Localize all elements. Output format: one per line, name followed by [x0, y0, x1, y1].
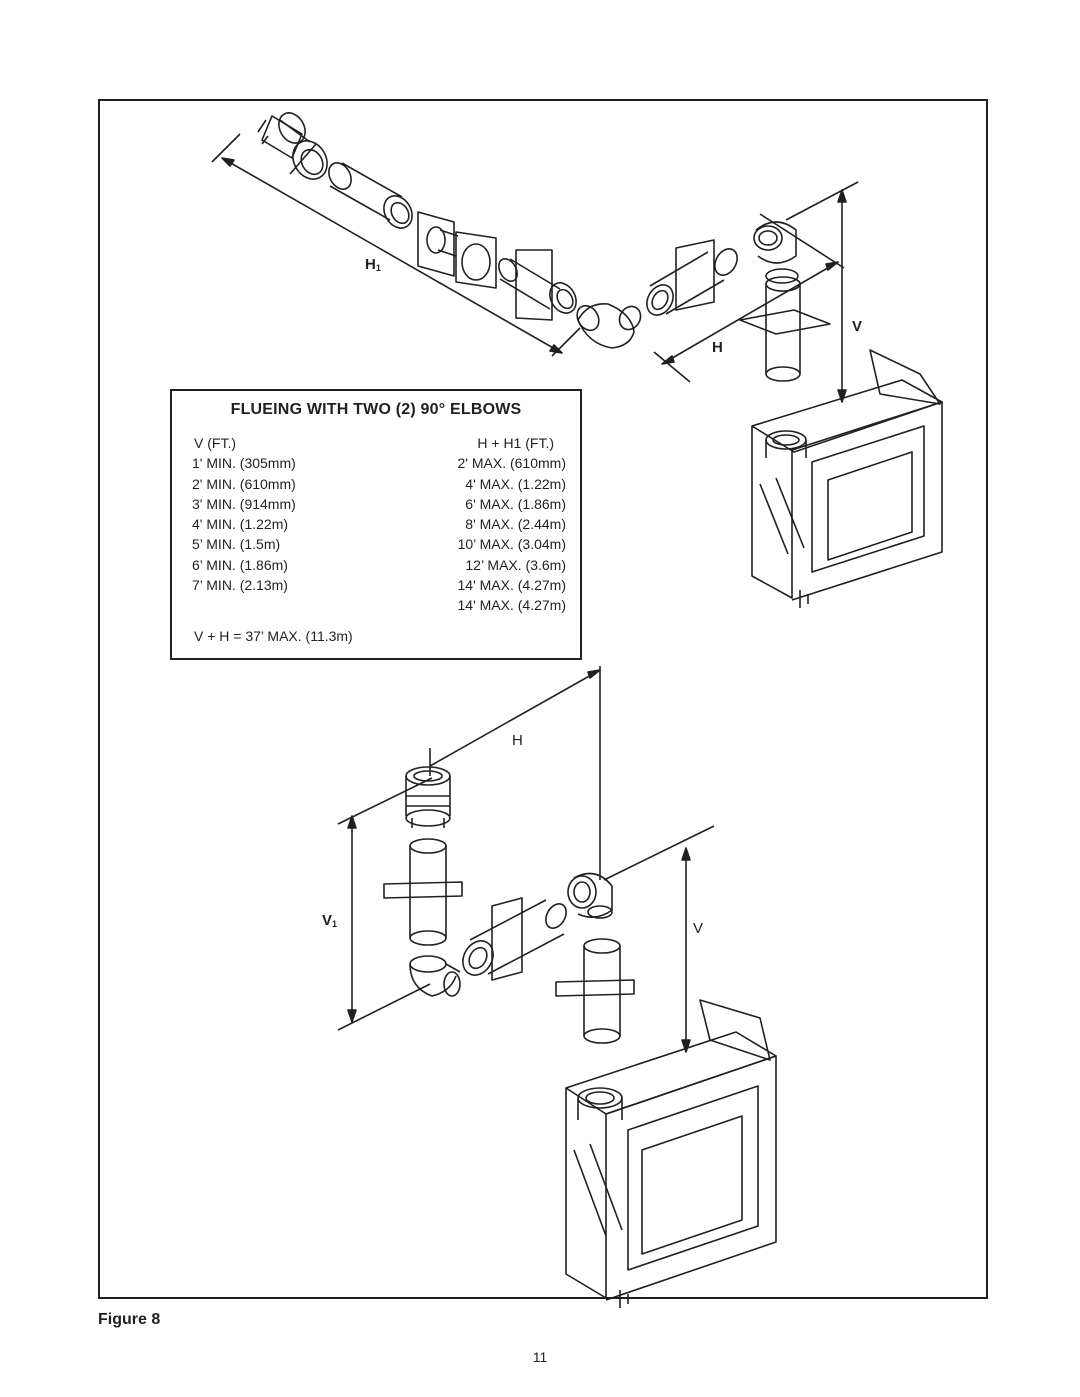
- figure-frame: [98, 99, 988, 1299]
- v-column-header: V (FT.): [194, 435, 236, 451]
- termination-cap: [257, 112, 328, 180]
- h-column: H + H1 (FT.) 2' MAX. (610mm) 4' MAX. (1.2…: [458, 433, 567, 616]
- elbow-bottom-left: [409, 955, 461, 997]
- fireplace-bottom: [565, 999, 777, 1308]
- h-value-row: 14' MAX. (4.27m): [457, 577, 567, 594]
- h-column-header: H + H1 (FT.): [477, 435, 554, 451]
- h-label-bottom: H: [512, 732, 523, 749]
- table-title: FLUEING WITH TWO (2) 90° ELBOWS: [230, 401, 522, 418]
- page-number: 11: [532, 1349, 548, 1365]
- v-label-bottom: V: [693, 920, 704, 937]
- v-value-row: 2' MIN. (610mm): [192, 475, 296, 492]
- v-dimension-line-bottom: [603, 825, 715, 1053]
- elbow-bottom-right: [567, 872, 613, 919]
- horizontal-pipe-bottom: [462, 897, 567, 981]
- vertical-pipe: [739, 276, 831, 382]
- figure-caption: Figure 8: [98, 1311, 161, 1328]
- h-label-top: H: [712, 339, 723, 356]
- wall-thimble: [417, 211, 497, 289]
- h-dimension-line-bottom: [429, 666, 601, 880]
- v1-dimension-line: [337, 777, 433, 1031]
- v-label-top: V: [852, 318, 863, 335]
- elbow-1: [576, 303, 642, 349]
- h-dimension-line: [653, 213, 845, 383]
- pipe-section-2: [498, 249, 577, 321]
- h1-label: H1: [365, 256, 381, 273]
- h-value-row: 14' MAX. (4.27m): [457, 597, 567, 614]
- v-value-row: 1' MIN. (305mm): [192, 455, 296, 472]
- h1-dimension-line: [211, 133, 581, 357]
- h-value-row: 10’ MAX. (3.04m): [457, 536, 566, 553]
- fireplace-top: [751, 349, 943, 608]
- pipe-section-1: [328, 162, 413, 229]
- vertical-termination-cap: [405, 766, 451, 828]
- v-value-row: 4' MIN. (1.22m): [192, 516, 289, 533]
- h-value-row: 6' MAX. (1.86m): [465, 495, 566, 512]
- v-column: V (FT.) 1' MIN. (305mm) 2' MIN. (610mm) 3'…: [192, 433, 296, 595]
- elbow-2: [753, 221, 799, 284]
- v-value-row: 7’ MIN. (2.13m): [192, 577, 288, 594]
- v-value-row: 5’ MIN. (1.5m): [192, 536, 281, 553]
- h-value-row: 2' MAX. (610mm): [457, 455, 566, 472]
- table-footnote: V + H = 37’ MAX. (11.3m): [194, 628, 353, 644]
- vertical-pipe-bottom-right: [555, 938, 635, 1044]
- flueing-table: FLUEING WITH TWO (2) 90° ELBOWS V (FT.) …: [170, 389, 582, 660]
- h-value-row: 8' MAX. (2.44m): [465, 516, 566, 533]
- pipe-section-3: [646, 239, 738, 316]
- v-value-row: 6’ MIN. (1.86m): [192, 556, 288, 573]
- v1-label: V1: [322, 912, 338, 929]
- v-value-row: 3' MIN. (914mm): [192, 495, 296, 512]
- h-value-row: 4' MAX. (1.22m): [465, 475, 566, 492]
- vertical-pipe-bottom-left: [383, 838, 463, 946]
- v-dimension-line: [785, 181, 859, 403]
- h-value-row: 12’ MAX. (3.6m): [465, 556, 566, 573]
